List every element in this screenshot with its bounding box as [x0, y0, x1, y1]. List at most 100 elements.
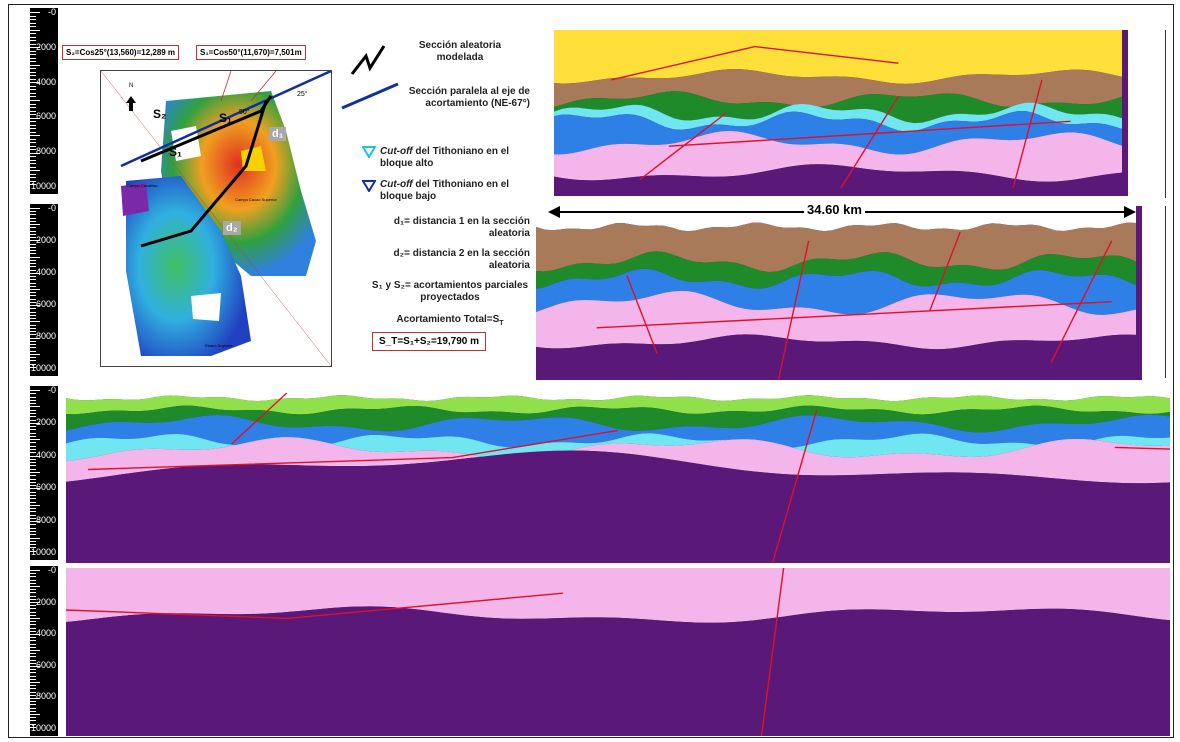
scale-tick	[30, 465, 36, 467]
scale-tick	[30, 295, 36, 297]
scale-tick	[30, 340, 36, 342]
scale-tick	[30, 550, 36, 552]
scale-label: 6000	[35, 111, 56, 122]
scale-tick	[30, 614, 36, 616]
lightgreen-layer	[66, 395, 1170, 415]
scale-label: -0	[47, 565, 56, 575]
section-2-restored	[536, 206, 1142, 380]
scale-tick	[30, 170, 40, 172]
scale-tick	[30, 573, 36, 575]
scale-tick	[30, 208, 40, 209]
scale-label: 4000	[35, 76, 56, 87]
scale-tick	[30, 47, 40, 49]
scale-tick	[30, 429, 36, 431]
scale-tick	[30, 659, 36, 661]
scale-tick	[30, 350, 36, 352]
scale-tick	[30, 449, 36, 451]
scale-tick	[30, 110, 36, 112]
scale-label: 4000	[35, 449, 56, 460]
scale-tick	[30, 12, 40, 13]
scale-tick	[30, 406, 40, 408]
scale-tick	[30, 544, 36, 546]
scale-label: 4000	[35, 267, 56, 277]
fault-line	[668, 120, 1071, 147]
scale-tick	[30, 595, 36, 597]
legend-cutoff-high-italic: Cut-off	[380, 146, 413, 157]
scale-tick	[30, 353, 40, 355]
scale-tick	[30, 390, 40, 391]
scale-tick	[30, 618, 40, 619]
scale-tick	[30, 263, 36, 265]
scale-tick	[30, 363, 36, 365]
scale-tick	[30, 318, 36, 320]
salt-layer	[66, 568, 1170, 623]
scale-tick	[30, 259, 36, 261]
fault-line	[929, 231, 961, 311]
scale-tick	[30, 269, 36, 271]
scale-tick	[30, 704, 36, 706]
scale-tick	[30, 589, 36, 591]
scale-tick	[30, 308, 36, 310]
scale-tick	[30, 640, 36, 642]
scale-tick	[30, 455, 40, 457]
scale-tick	[30, 576, 36, 578]
scale-tick	[30, 142, 36, 144]
legend-parallel-section-icon	[341, 82, 399, 110]
scale-tick	[30, 128, 36, 130]
scale-tick	[30, 43, 36, 45]
scale-tick	[30, 598, 36, 600]
scale-tick	[30, 33, 36, 35]
map-field-2: Campo Cacao Superior	[235, 197, 277, 202]
scale-tick	[30, 540, 36, 542]
fault-line	[88, 429, 619, 471]
scale-tick	[30, 582, 36, 584]
scale-tick	[30, 253, 36, 255]
scale-tick	[30, 138, 36, 140]
scale-tick	[30, 393, 36, 395]
scale-tick	[30, 611, 36, 613]
scale-tick	[30, 180, 36, 182]
scale-tick	[30, 396, 36, 398]
scale-tick	[30, 331, 36, 333]
scale-tick	[30, 211, 36, 213]
scale-tick	[30, 624, 36, 626]
scale-tick	[30, 409, 36, 411]
legend-total-title-text: Acortamiento Total=S	[396, 314, 500, 325]
scale-tick	[30, 152, 40, 154]
scale-tick	[30, 100, 40, 101]
scale-tick	[30, 412, 36, 414]
blue-layer	[554, 111, 1122, 155]
scale-tick	[30, 630, 36, 632]
scale-tick	[30, 324, 36, 326]
scale-label: 2000	[35, 596, 56, 607]
scale-tick	[30, 96, 36, 98]
map-s2-label: S₂	[153, 107, 167, 121]
scale-tick	[30, 514, 36, 516]
map-s1-label: S₁	[219, 111, 232, 125]
scale-tick	[30, 217, 36, 219]
scale-label: -0	[47, 203, 56, 213]
scale-tick	[30, 230, 36, 232]
basement-layer	[66, 606, 1170, 736]
section-1-seismic	[554, 30, 1128, 196]
basement-layer	[536, 334, 1136, 380]
fault-line	[840, 96, 899, 189]
scale-tick	[30, 432, 36, 434]
map-canvas	[100, 69, 332, 367]
scale-tick	[30, 57, 36, 59]
scale-tick	[30, 678, 36, 680]
total-shortening-box: S_T=S₁+S₂=19,790 m	[372, 332, 487, 351]
scale-tick	[30, 85, 36, 87]
fault-line	[639, 112, 727, 180]
scale-tick	[30, 131, 36, 133]
brown-layer	[536, 222, 1136, 272]
legend-cutoff-low-text: del Tithoniano en el bloque bajo	[380, 179, 510, 202]
scale-tick	[30, 637, 36, 639]
scale-tick	[30, 135, 40, 137]
scale-tick	[30, 707, 36, 709]
scale-tick	[30, 726, 36, 728]
scale-tick	[30, 250, 36, 252]
